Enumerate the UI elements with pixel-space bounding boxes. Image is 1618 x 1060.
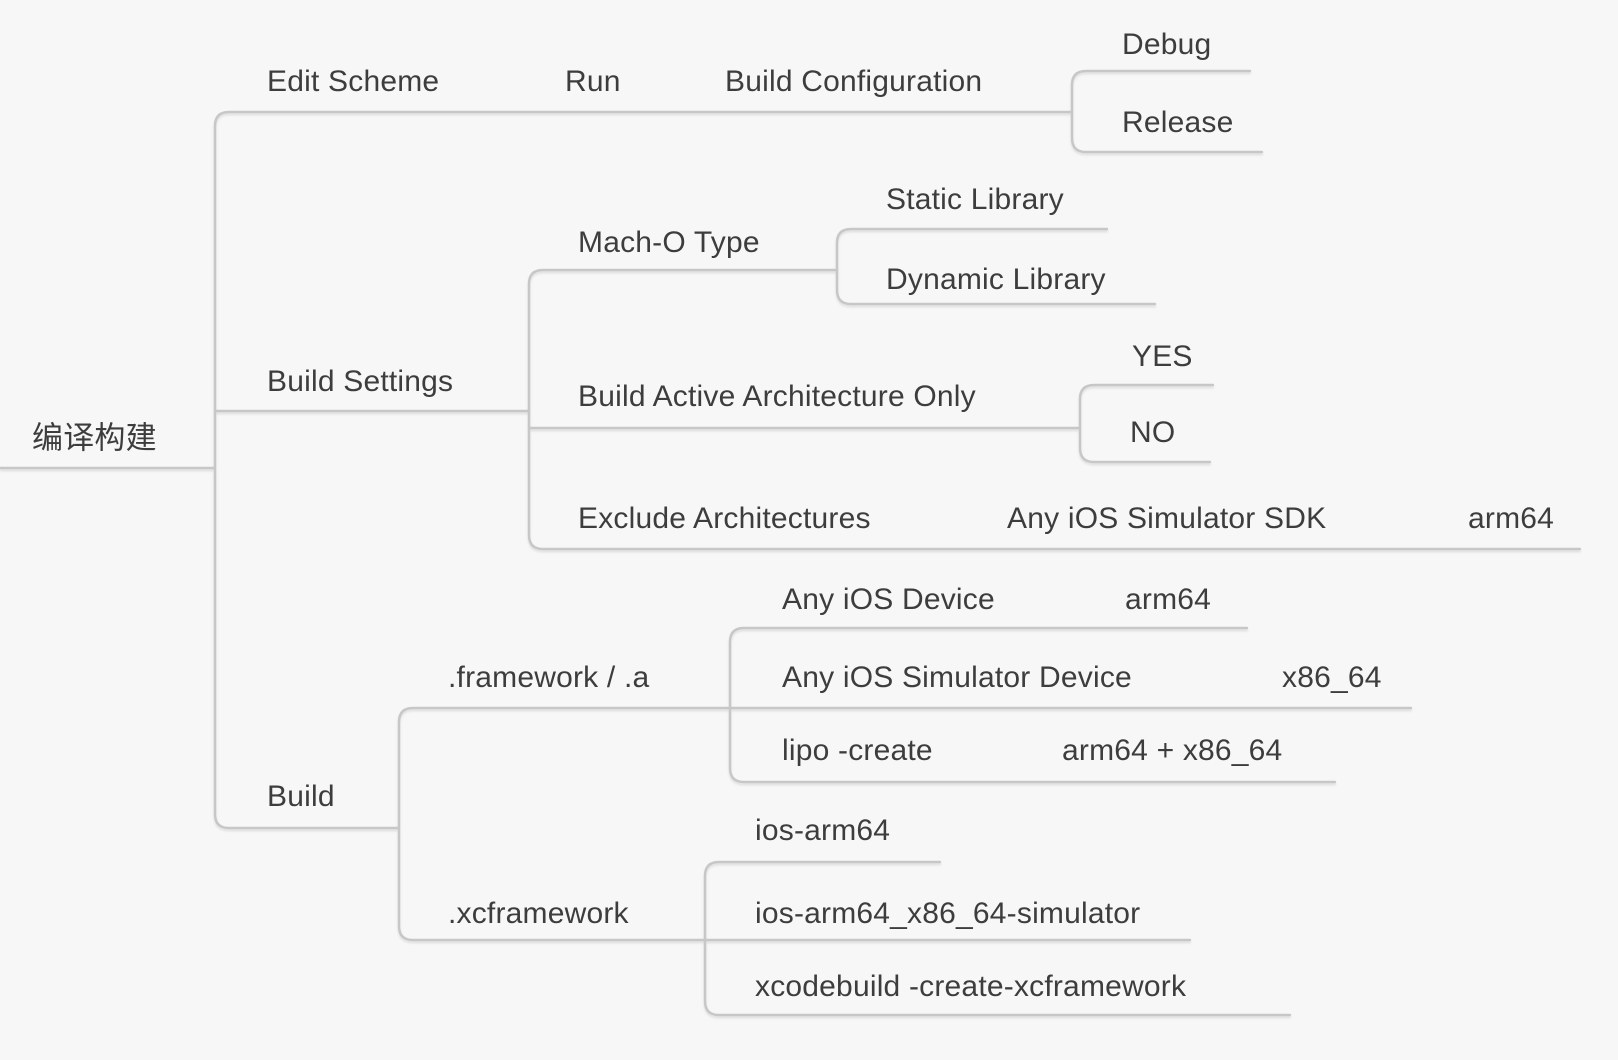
node-framework-a[interactable]: .framework / .a — [448, 661, 650, 694]
node-x86-64[interactable]: x86_64 — [1282, 661, 1382, 694]
node-build-configuration[interactable]: Build Configuration — [725, 65, 983, 98]
node-lipo-create[interactable]: lipo -create — [782, 734, 933, 767]
node-ios-arm64-x86-64-simulator[interactable]: ios-arm64_x86_64-simulator — [755, 897, 1141, 930]
node-arm64-plus-x86-64[interactable]: arm64 + x86_64 — [1062, 734, 1283, 767]
node-edit-scheme[interactable]: Edit Scheme — [267, 65, 440, 98]
node-build[interactable]: Build — [267, 780, 335, 813]
node-any-ios-device[interactable]: Any iOS Device — [782, 583, 995, 616]
node-any-ios-simulator-device[interactable]: Any iOS Simulator Device — [782, 661, 1132, 694]
node-release[interactable]: Release — [1122, 106, 1234, 139]
bracket-yes-no — [1078, 383, 1215, 464]
node-root[interactable]: 编译构建 — [32, 420, 157, 456]
node-dynamic-library[interactable]: Dynamic Library — [886, 263, 1106, 296]
node-arm64-sdk[interactable]: arm64 — [1468, 502, 1555, 535]
node-xcodebuild-create-xcframework[interactable]: xcodebuild -create-xcframework — [755, 970, 1187, 1003]
node-arm64-device[interactable]: arm64 — [1125, 583, 1212, 616]
node-debug[interactable]: Debug — [1122, 28, 1212, 61]
bracket-xcframework — [703, 860, 1292, 1017]
bracket-build — [397, 706, 732, 942]
node-build-active-architecture-only[interactable]: Build Active Architecture Only — [578, 380, 976, 413]
node-no[interactable]: NO — [1130, 416, 1176, 449]
node-build-settings[interactable]: Build Settings — [267, 365, 454, 398]
node-mach-o-type[interactable]: Mach-O Type — [578, 226, 760, 259]
node-yes[interactable]: YES — [1132, 340, 1193, 373]
bracket-build-configuration — [1070, 69, 1264, 154]
bracket-mach-o — [835, 227, 1157, 306]
node-any-ios-simulator-sdk[interactable]: Any iOS Simulator SDK — [1007, 502, 1327, 535]
bracket-build-settings — [527, 268, 1582, 551]
node-exclude-architectures[interactable]: Exclude Architectures — [578, 502, 871, 535]
node-run[interactable]: Run — [565, 65, 621, 98]
bracket-framework — [728, 626, 1337, 784]
node-static-library[interactable]: Static Library — [886, 183, 1064, 216]
node-ios-arm64[interactable]: ios-arm64 — [755, 814, 891, 847]
node-xcframework[interactable]: .xcframework — [448, 897, 629, 930]
trunk-line — [213, 110, 1074, 830]
